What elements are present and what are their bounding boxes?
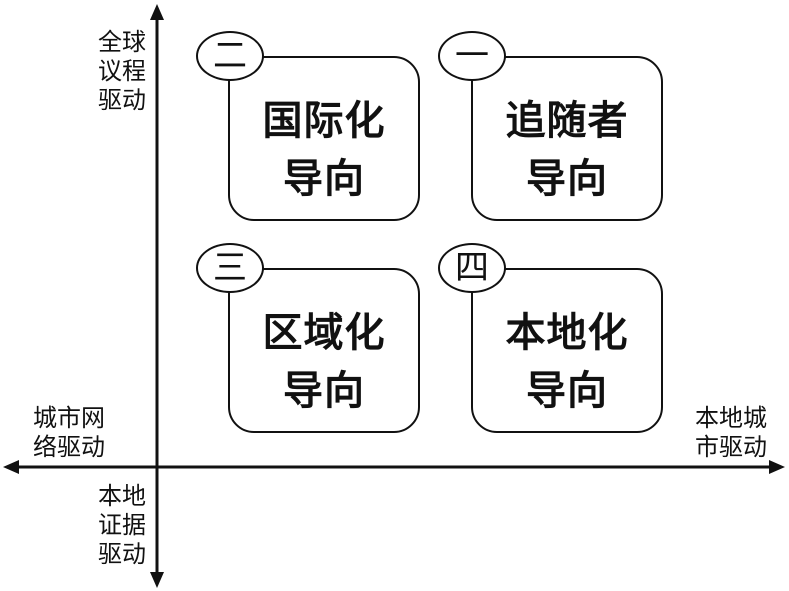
- quadrant-title: 追随者 导向: [505, 98, 629, 202]
- quadrant-box-follower: 追随者 导向: [471, 56, 663, 221]
- vertical-axis-bottom-arrow: [150, 572, 164, 588]
- vertical-axis-top-arrow: [150, 4, 164, 20]
- quadrant-title: 本地化 导向: [505, 310, 629, 414]
- quadrant-title: 区域化 导向: [262, 310, 386, 414]
- horizontal-axis-left-arrow: [3, 460, 19, 474]
- y-axis-bottom-label: 本地 证据 驱动: [98, 482, 146, 568]
- quadrant-number-badge: 一: [438, 31, 506, 81]
- quadrant-title: 国际化 导向: [262, 98, 386, 202]
- quadrant-box-regional: 区域化 导向: [228, 268, 420, 433]
- quadrant-number-badge: 三: [196, 243, 264, 293]
- horizontal-axis-right-arrow: [769, 460, 785, 474]
- quadrant-number-badge: 二: [196, 31, 264, 81]
- quadrant-box-local: 本地化 导向: [471, 268, 663, 433]
- x-axis-left-label: 城市网 络驱动: [33, 404, 105, 461]
- quadrant-number-badge: 四: [438, 243, 506, 293]
- y-axis-top-label: 全球 议程 驱动: [98, 28, 146, 114]
- x-axis-right-label: 本地城 市驱动: [695, 404, 767, 461]
- quadrant-box-international: 国际化 导向: [228, 56, 420, 221]
